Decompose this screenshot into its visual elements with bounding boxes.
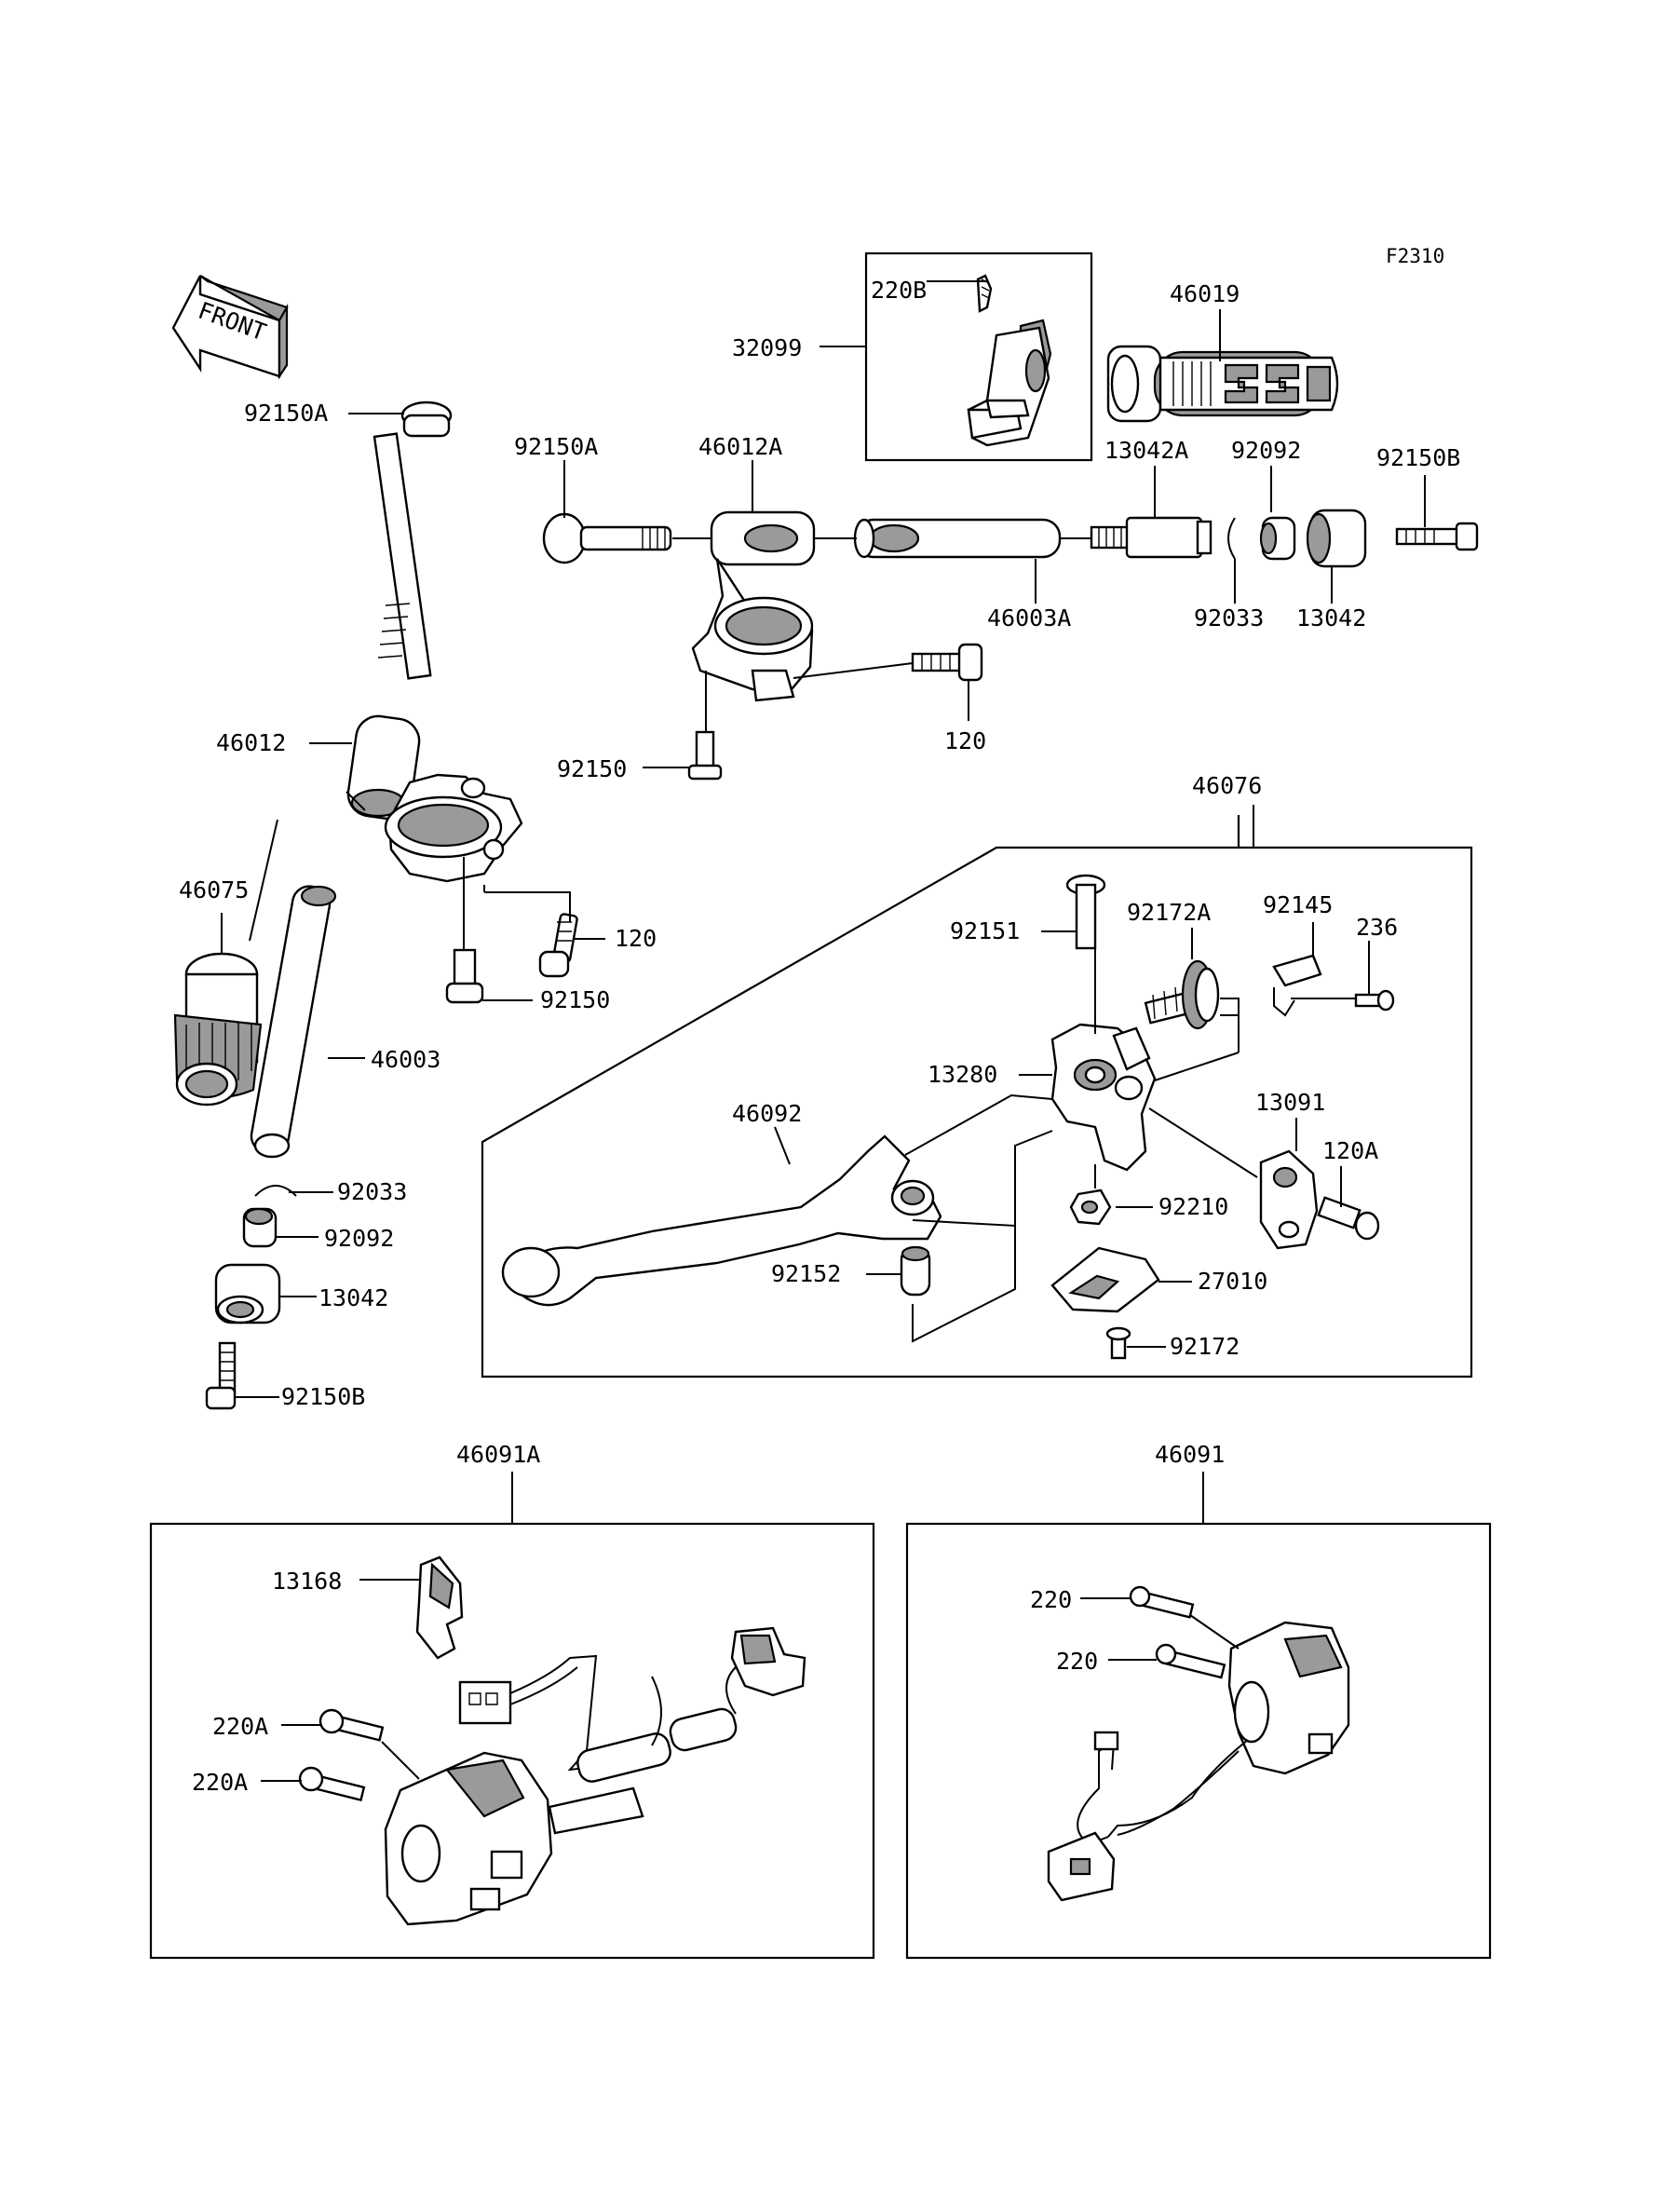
- label-46003: 46003: [371, 1046, 440, 1073]
- front-arrow-icon: FRONT: [171, 275, 289, 380]
- label-92150B-left: 92150B: [281, 1383, 365, 1410]
- pipe-46003A: [853, 518, 1062, 559]
- screw-92172: [1105, 1326, 1131, 1360]
- switch-housing-46091A: [384, 1555, 806, 1926]
- label-46003A: 46003A: [987, 604, 1071, 631]
- label-46091A: 46091A: [456, 1441, 540, 1468]
- pipe-46003: [250, 885, 337, 1159]
- holder-46012A: [691, 510, 816, 702]
- screw-236: [1354, 989, 1395, 1012]
- label-92150-top: 92150: [557, 755, 627, 782]
- label-46075: 46075: [179, 876, 249, 903]
- circlip-92033-left: [254, 1185, 297, 1197]
- figure-code: F2310: [1386, 245, 1444, 267]
- label-13042-top: 13042: [1296, 604, 1366, 631]
- bolt-92150B-top: [1395, 522, 1479, 551]
- label-13042A: 13042A: [1104, 437, 1188, 464]
- label-13168: 13168: [272, 1568, 342, 1595]
- bolt-120A: [1317, 1196, 1380, 1241]
- label-13280: 13280: [928, 1061, 997, 1088]
- lever-box: [481, 815, 1473, 1378]
- label-120-left: 120: [615, 925, 657, 952]
- label-92151: 92151: [950, 917, 1020, 944]
- adjuster-92172A: [1144, 959, 1220, 1030]
- lever-46092: [501, 1134, 942, 1307]
- bolt-92150-left: [445, 948, 484, 1004]
- bar-end-bolt-92150A-top: [542, 512, 672, 564]
- label-13042-left: 13042: [318, 1284, 388, 1311]
- pivot-bolt-92151: [1065, 874, 1106, 950]
- switch-27010: [1050, 1246, 1160, 1313]
- leader-lines-lever: [774, 805, 1370, 1348]
- label-13091: 13091: [1255, 1089, 1325, 1116]
- label-92150B-top: 92150B: [1376, 444, 1460, 471]
- leader-lines-switches: [261, 1579, 1240, 1782]
- bolt-120-left: [538, 913, 578, 978]
- label-92145: 92145: [1263, 891, 1333, 918]
- label-236: 236: [1356, 914, 1398, 941]
- label-92152: 92152: [771, 1260, 841, 1287]
- label-120-top: 120: [944, 727, 986, 754]
- label-32099: 32099: [732, 334, 802, 361]
- label-92172A: 92172A: [1127, 899, 1211, 926]
- label-220B: 220B: [871, 277, 927, 304]
- label-92150-left: 92150: [540, 986, 610, 1013]
- damper-92092-left: [242, 1207, 278, 1248]
- bolt-120-top: [911, 643, 983, 682]
- label-46019: 46019: [1170, 280, 1240, 307]
- circlip-92033-top: [1227, 517, 1236, 560]
- leader-lines-upper: [221, 280, 1426, 1398]
- bar-end-bolt-92150A-left: [373, 401, 453, 680]
- damper-92092-top: [1259, 516, 1296, 561]
- weight-13042-top: [1306, 509, 1367, 568]
- label-220A-2: 220A: [192, 1769, 248, 1796]
- label-46076: 46076: [1192, 772, 1262, 799]
- weight-13042-left: [214, 1263, 281, 1324]
- label-46091: 46091: [1155, 1441, 1225, 1468]
- label-92150A-top: 92150A: [514, 433, 598, 460]
- label-92033-top: 92033: [1194, 604, 1264, 631]
- screws-220: [1129, 1585, 1226, 1679]
- throttle-box: [864, 251, 1093, 462]
- switch-housing-46091: [1047, 1621, 1350, 1902]
- label-92150A-left: 92150A: [244, 400, 328, 427]
- holder-46012: [346, 714, 523, 883]
- screws-220A: [298, 1708, 385, 1802]
- clamp-13091: [1259, 1149, 1319, 1250]
- spring-92145: [1272, 954, 1322, 1017]
- label-46092: 46092: [732, 1100, 802, 1127]
- label-220-2: 220: [1056, 1648, 1098, 1675]
- label-27010: 27010: [1198, 1268, 1267, 1295]
- nut-92210: [1069, 1188, 1112, 1226]
- label-220-1: 220: [1030, 1586, 1072, 1613]
- label-46012A: 46012A: [698, 433, 782, 460]
- part-labels: 220B 32099 46019 92150A 46012A 13042A 92…: [179, 277, 1460, 1796]
- grip-46075: [173, 952, 263, 1107]
- bolt-92150B-left: [205, 1341, 237, 1410]
- bolt-92150-top: [687, 730, 723, 781]
- label-120A: 120A: [1322, 1137, 1378, 1164]
- label-92092-top: 92092: [1231, 437, 1301, 464]
- label-92033-left: 92033: [337, 1178, 407, 1205]
- label-92172: 92172: [1170, 1333, 1240, 1360]
- label-46012: 46012: [216, 729, 286, 756]
- throttle-housing-32099: [967, 274, 1052, 447]
- grip-46019: [1106, 345, 1339, 423]
- label-220A-1: 220A: [212, 1713, 268, 1740]
- weight-13042A: [1090, 516, 1213, 559]
- bracket-13280: [1050, 1023, 1157, 1172]
- switch-box-46091: [905, 1522, 1492, 1960]
- label-92092-left: 92092: [324, 1225, 394, 1252]
- label-92210: 92210: [1158, 1193, 1228, 1220]
- collar-92152: [900, 1245, 931, 1297]
